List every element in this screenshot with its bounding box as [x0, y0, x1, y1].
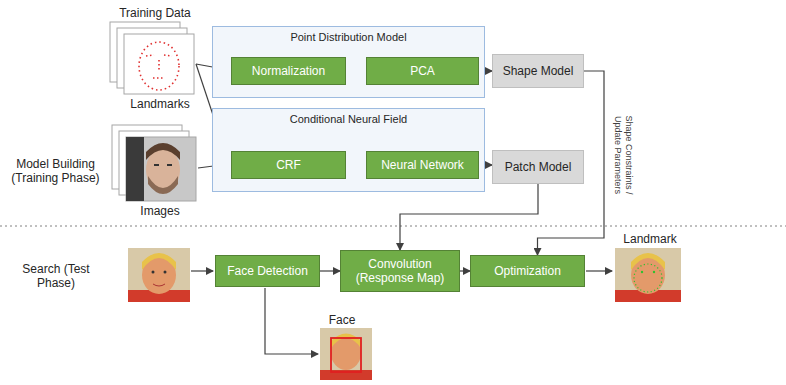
box-label: Shape Model	[503, 64, 574, 78]
svg-rect	[124, 34, 194, 94]
svg-circle	[653, 271, 655, 273]
svg-path	[146, 55, 172, 56]
edge-label: Shape Constraints / Update Parameters	[612, 107, 634, 203]
input-photo	[128, 248, 190, 302]
svg-path	[265, 288, 318, 354]
svg-circle	[641, 271, 643, 273]
process-box: Convolution (Response Map)	[340, 250, 460, 292]
svg-rect	[126, 137, 144, 201]
section-label: Landmark	[612, 232, 688, 246]
svg-path	[331, 334, 361, 349]
svg-rect	[126, 137, 196, 201]
process-box: Optimization	[470, 255, 585, 287]
connector-arrow	[400, 184, 538, 250]
svg-rect	[320, 328, 372, 380]
process-box: PCA	[366, 57, 479, 85]
section-label: Training Data	[105, 6, 205, 20]
box-label: Neural Network	[381, 158, 464, 172]
svg-ellipse	[634, 264, 662, 292]
landmark-photo	[615, 248, 681, 302]
process-box: Normalization	[231, 57, 346, 85]
svg-path	[142, 253, 176, 270]
phase-separator	[0, 226, 786, 227]
svg-path	[146, 143, 180, 160]
svg-path	[586, 270, 612, 271]
phase-label: Search (Test Phase)	[15, 262, 97, 290]
model-box: Shape Model	[492, 54, 584, 88]
connector-arrow	[460, 270, 470, 271]
svg-rect	[128, 248, 190, 302]
svg-path	[148, 176, 178, 194]
box-label: CRF	[276, 158, 301, 172]
svg-ellipse	[139, 42, 179, 90]
section-label: Landmarks	[125, 97, 195, 111]
band-title: Conditional Neural Field	[213, 113, 484, 125]
box-label: Patch Model	[505, 160, 572, 174]
landmark-sheets	[110, 22, 194, 94]
svg-path	[631, 253, 665, 270]
face-crop	[320, 328, 372, 380]
box-label: Convolution (Response Map)	[341, 257, 459, 285]
svg-circle	[152, 271, 155, 274]
svg-rect	[154, 164, 159, 166]
training-photos	[112, 125, 196, 201]
model-band: Conditional Neural FieldCRF Neural Networ…	[212, 108, 485, 192]
svg-path	[191, 270, 213, 271]
box-label: Face Detection	[227, 264, 308, 278]
phase-label: Model Building (Training Phase)	[3, 157, 108, 185]
connector-arrow	[320, 270, 340, 271]
svg-rect	[167, 164, 172, 166]
model-band: Point Distribution ModelNormalization PCA	[212, 26, 485, 98]
process-box: Face Detection	[215, 255, 320, 287]
box-label: PCA	[410, 64, 435, 78]
svg-path	[153, 60, 165, 78]
box-label: Optimization	[494, 264, 561, 278]
process-box: CRF	[231, 151, 346, 179]
section-label: Images	[125, 204, 195, 218]
model-box: Patch Model	[492, 150, 584, 184]
section-label: Face	[322, 313, 362, 327]
svg-circle	[164, 271, 167, 274]
svg-rect	[331, 338, 361, 372]
band-title: Point Distribution Model	[213, 31, 484, 43]
process-box: Neural Network	[366, 151, 479, 179]
svg-path	[153, 284, 165, 286]
svg-rect	[615, 248, 681, 302]
box-label: Normalization	[252, 64, 325, 78]
